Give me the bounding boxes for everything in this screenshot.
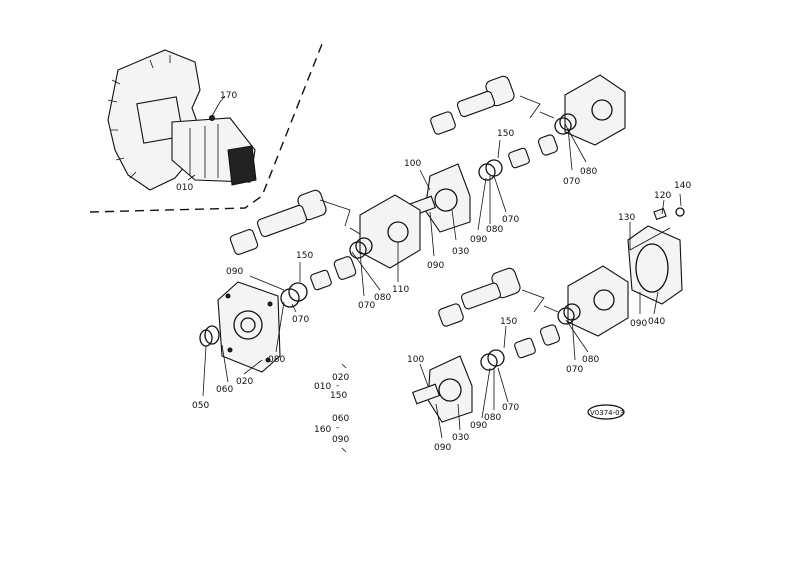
label-090-top-a: 090 xyxy=(427,261,444,271)
label-090-left: 090 xyxy=(226,267,243,277)
label-030-top: 030 xyxy=(452,247,469,257)
label-140: 140 xyxy=(674,181,691,191)
label-080-top: 080 xyxy=(580,167,597,177)
label-100-top: 100 xyxy=(404,159,421,169)
label-070-top-b: 070 xyxy=(502,215,519,225)
label-080-bot-b: 080 xyxy=(484,413,501,423)
label-030-bot: 030 xyxy=(452,433,469,443)
legend-160: 160 xyxy=(314,425,331,435)
legend-separator-2: - xyxy=(336,423,339,433)
label-070-left: 070 xyxy=(292,315,309,325)
label-080-bot: 080 xyxy=(582,355,599,365)
label-070-bot-b: 070 xyxy=(502,403,519,413)
rear-cover xyxy=(627,207,685,305)
label-080-top-b: 080 xyxy=(486,225,503,235)
inset-boundary xyxy=(89,43,323,213)
label-130: 130 xyxy=(618,213,635,223)
label-150-left: 150 xyxy=(296,251,313,261)
label-170: 170 xyxy=(220,91,237,101)
label-080-left: 080 xyxy=(268,355,285,365)
top-pump-group xyxy=(407,74,626,233)
label-120: 120 xyxy=(654,191,671,201)
legend-separator-1: - xyxy=(336,381,339,391)
label-150-bot: 150 xyxy=(500,317,517,327)
label-090-bot-b: 090 xyxy=(470,421,487,431)
label-080-mid: 080 xyxy=(374,293,391,303)
label-100-bot: 100 xyxy=(407,355,424,365)
label-040: 040 xyxy=(648,317,665,327)
pump-assembly-inset xyxy=(107,49,257,191)
legend-150: 150 xyxy=(330,391,347,401)
label-150-top: 150 xyxy=(497,129,514,139)
label-050: 050 xyxy=(192,401,209,411)
legend-060: 060 xyxy=(332,414,349,424)
label-070-mid: 070 xyxy=(358,301,375,311)
label-090-right: 090 xyxy=(630,319,647,329)
leader-lines xyxy=(187,95,682,439)
label-070-bot: 070 xyxy=(566,365,583,375)
label-020: 020 xyxy=(236,377,253,387)
label-010-main: 010 xyxy=(176,183,193,193)
label-090-bot-a: 090 xyxy=(434,443,451,453)
front-cover xyxy=(199,281,281,373)
figure-code-text: V0374-03 xyxy=(590,409,624,417)
legend-090: 090 xyxy=(332,435,349,445)
legend-cluster: 020 010 - 150 060 160 - 090 xyxy=(314,363,349,453)
label-060: 060 xyxy=(216,385,233,395)
label-070-top: 070 xyxy=(563,177,580,187)
label-090-top-b: 090 xyxy=(470,235,487,245)
figure-code: V0374-03 xyxy=(587,404,625,420)
legend-010: 010 xyxy=(314,382,331,392)
bottom-pump-group xyxy=(411,265,629,423)
middle-pump-group xyxy=(229,189,421,308)
label-110: 110 xyxy=(392,285,409,295)
legend-020: 020 xyxy=(332,373,349,383)
part-labels: 010 170 100 150 070 080 090 030 080 090 … xyxy=(176,91,691,453)
